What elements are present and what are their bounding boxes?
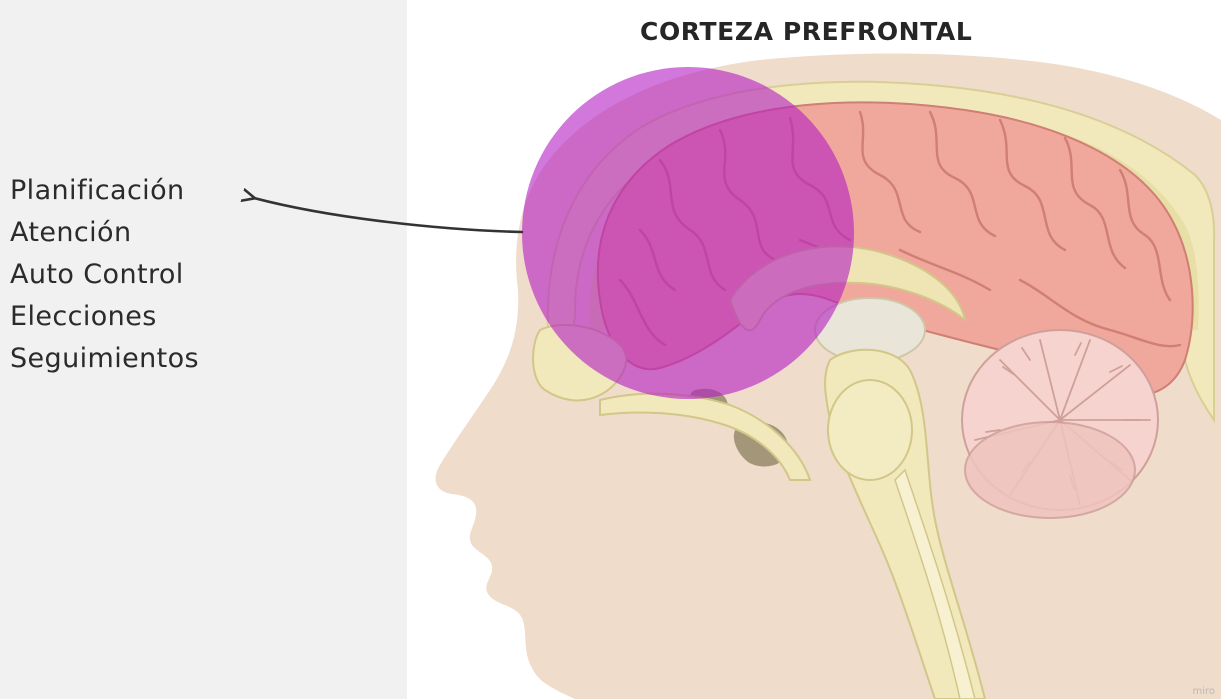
function-item: Seguimientos xyxy=(10,338,199,380)
diagram-title: CORTEZA PREFRONTAL xyxy=(640,17,972,46)
prefrontal-functions-list: Planificación Atención Auto Control Elec… xyxy=(10,170,199,380)
function-item: Elecciones xyxy=(10,296,199,338)
pons xyxy=(828,380,912,480)
watermark: miro xyxy=(1192,686,1215,697)
function-item: Atención xyxy=(10,212,199,254)
pointer-arrow xyxy=(254,198,522,232)
cerebellum-lower xyxy=(965,422,1135,518)
function-item: Planificación xyxy=(10,170,199,212)
function-item: Auto Control xyxy=(10,254,199,296)
prefrontal-highlight xyxy=(522,67,854,399)
